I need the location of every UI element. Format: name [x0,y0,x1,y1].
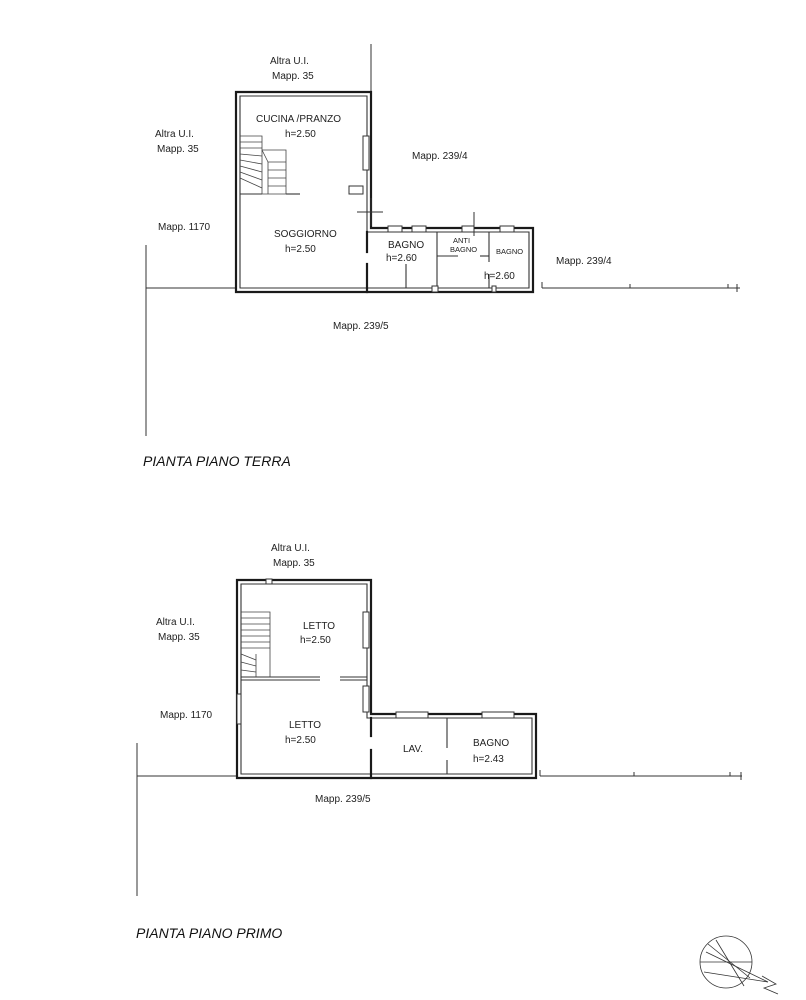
stair-outline [241,611,271,677]
window [461,225,475,233]
inner-wall-face [240,583,533,775]
room-height-soggiorno: h=2.50 [285,244,316,255]
neighbor-label: Altra U.I. [270,56,309,67]
wall-mark [431,285,439,293]
stair-step [239,171,263,181]
neighbor-label: Mapp. 35 [157,144,199,155]
room-name-antibagno: ANTI [453,236,470,245]
stair-step [240,669,257,673]
room-name-bagno: BAGNO [473,738,509,749]
room-name-letto: LETTO [303,621,335,632]
stair-step [261,149,269,163]
window [387,225,403,233]
neighbor-label: Mapp. 239/4 [556,256,612,267]
outer-wall [235,578,538,780]
room-name-cucina: CUCINA /PRANZO [256,114,341,125]
outer-wall [234,90,535,294]
first-floor-plan: Altra U.I. Mapp. 35 Altra U.I. Mapp. 35 … [136,543,742,941]
wall-mark [265,578,273,585]
wall-mark [491,285,497,293]
neighbor-label: Mapp. 1170 [158,222,211,233]
neighbor-label: Altra U.I. [271,543,310,554]
room-height-cucina: h=2.50 [285,129,316,140]
neighbor-label: Mapp. 239/5 [315,794,371,805]
inner-wall-face [239,95,530,289]
plan-title: PIANTA PIANO PRIMO [136,925,282,941]
neighbor-label: Altra U.I. [156,617,195,628]
neighbor-label: Mapp. 35 [272,71,314,82]
window [499,225,515,233]
room-height-bagno-2: h=2.60 [484,271,515,282]
wall-pier [348,185,364,195]
plan-title: PIANTA PIANO TERRA [143,453,291,469]
room-height-bagno: h=2.43 [473,754,504,765]
stair-outline [240,135,287,195]
window [481,711,515,719]
neighbor-label: Mapp. 1170 [160,710,213,721]
neighbor-label: Mapp. 239/4 [412,151,468,162]
stair-step [240,653,257,661]
neighbor-label: Mapp. 35 [158,632,200,643]
window [236,693,242,725]
neighbor-label: Mapp. 35 [273,558,315,569]
stair-step [239,159,263,165]
room-name-antibagno: BAGNO [450,245,477,254]
room-height-letto-2: h=2.50 [285,735,316,746]
room-height-bagno: h=2.60 [386,253,417,264]
room-name-lav: LAV. [403,744,423,755]
stair-step [239,177,263,189]
neighbor-label: Altra U.I. [155,129,194,140]
window [411,225,427,233]
room-height-letto: h=2.50 [300,635,331,646]
window [362,611,370,649]
neighbor-label: Mapp. 239/5 [333,321,389,332]
room-name-soggiorno: SOGGIORNO [274,229,337,240]
room-name-bagno-2: BAGNO [496,247,523,256]
window [362,135,370,171]
ground-floor-plan: Altra U.I. Mapp. 35 Altra U.I. Mapp. 35 … [143,44,740,469]
window [395,711,429,719]
stair-step [239,165,263,173]
room-name-bagno: BAGNO [388,240,424,251]
room-name-letto-2: LETTO [289,720,321,731]
stair-step [240,661,257,667]
stair-step [239,153,263,157]
north-arrow-icon [699,935,779,995]
window [362,685,370,713]
